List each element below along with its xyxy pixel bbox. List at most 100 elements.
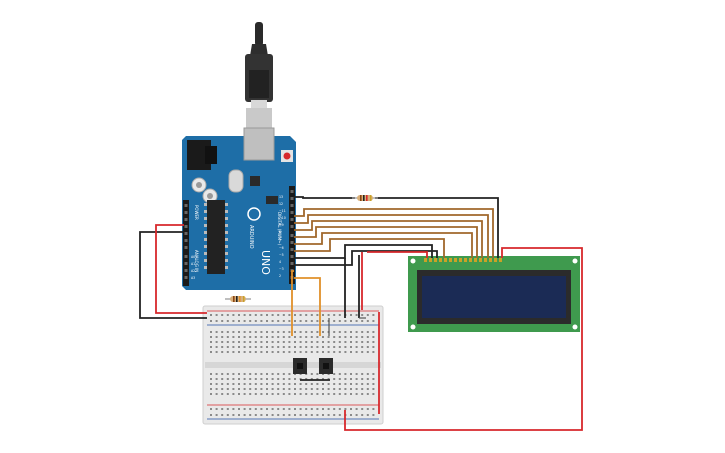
- breadboard-hole[interactable]: [210, 388, 212, 390]
- breadboard-hole[interactable]: [210, 373, 212, 375]
- breadboard-hole[interactable]: [243, 351, 246, 353]
- breadboard-hole[interactable]: [210, 383, 212, 385]
- breadboard-hole[interactable]: [355, 383, 358, 385]
- breadboard-hole[interactable]: [249, 414, 252, 416]
- breadboard-hole[interactable]: [310, 336, 313, 338]
- breadboard-hole[interactable]: [249, 320, 252, 322]
- breadboard-hole[interactable]: [350, 331, 352, 333]
- breadboard-hole[interactable]: [338, 393, 341, 395]
- breadboard-hole[interactable]: [226, 351, 229, 353]
- breadboard-hole[interactable]: [338, 351, 341, 353]
- breadboard-hole[interactable]: [254, 388, 257, 390]
- breadboard-hole[interactable]: [266, 351, 268, 353]
- breadboard-hole[interactable]: [299, 393, 302, 395]
- breadboard-hole[interactable]: [288, 331, 291, 333]
- breadboard-hole[interactable]: [327, 351, 330, 353]
- breadboard-hole[interactable]: [277, 341, 280, 343]
- breadboard-hole[interactable]: [294, 351, 296, 353]
- breadboard-hole[interactable]: [266, 314, 268, 316]
- breadboard-hole[interactable]: [310, 408, 313, 410]
- breadboard-hole[interactable]: [344, 388, 347, 390]
- breadboard-hole[interactable]: [333, 388, 336, 390]
- breadboard-hole[interactable]: [327, 314, 330, 316]
- breadboard-hole[interactable]: [226, 336, 229, 338]
- breadboard-hole[interactable]: [260, 320, 263, 322]
- breadboard-hole[interactable]: [316, 373, 319, 375]
- breadboard-hole[interactable]: [355, 378, 358, 380]
- breadboard-hole[interactable]: [238, 336, 240, 338]
- breadboard-hole[interactable]: [243, 373, 246, 375]
- breadboard-hole[interactable]: [322, 383, 324, 385]
- breadboard-hole[interactable]: [254, 408, 257, 410]
- breadboard-hole[interactable]: [355, 341, 358, 343]
- breadboard-hole[interactable]: [243, 331, 246, 333]
- breadboard-hole[interactable]: [366, 351, 369, 353]
- breadboard-hole[interactable]: [322, 336, 324, 338]
- breadboard-hole[interactable]: [215, 414, 218, 416]
- breadboard-hole[interactable]: [238, 408, 240, 410]
- breadboard-hole[interactable]: [294, 346, 296, 348]
- breadboard-hole[interactable]: [366, 393, 369, 395]
- breadboard-hole[interactable]: [316, 346, 319, 348]
- breadboard-hole[interactable]: [271, 378, 274, 380]
- breadboard-hole[interactable]: [310, 346, 313, 348]
- breadboard-hole[interactable]: [260, 414, 263, 416]
- breadboard-hole[interactable]: [344, 341, 347, 343]
- breadboard-hole[interactable]: [243, 341, 246, 343]
- breadboard-hole[interactable]: [310, 314, 313, 316]
- breadboard-hole[interactable]: [215, 378, 218, 380]
- breadboard-hole[interactable]: [238, 320, 240, 322]
- breadboard-hole[interactable]: [288, 388, 291, 390]
- breadboard-hole[interactable]: [316, 393, 319, 395]
- breadboard-hole[interactable]: [238, 414, 240, 416]
- breadboard-hole[interactable]: [338, 378, 341, 380]
- breadboard-hole[interactable]: [361, 378, 364, 380]
- breadboard-hole[interactable]: [266, 320, 268, 322]
- breadboard-hole[interactable]: [299, 383, 302, 385]
- breadboard-hole[interactable]: [350, 351, 352, 353]
- breadboard-hole[interactable]: [221, 314, 224, 316]
- breadboard-hole[interactable]: [288, 373, 291, 375]
- wire-gnd-rail[interactable]: [139, 231, 207, 319]
- breadboard-hole[interactable]: [338, 341, 341, 343]
- breadboard-hole[interactable]: [355, 314, 358, 316]
- breadboard-hole[interactable]: [355, 331, 358, 333]
- breadboard-hole[interactable]: [327, 378, 330, 380]
- breadboard-hole[interactable]: [294, 314, 296, 316]
- breadboard-hole[interactable]: [333, 373, 336, 375]
- breadboard-hole[interactable]: [305, 346, 308, 348]
- breadboard-hole[interactable]: [310, 320, 313, 322]
- breadboard-hole[interactable]: [221, 373, 224, 375]
- lcd-pin[interactable]: [494, 258, 497, 262]
- breadboard-hole[interactable]: [254, 314, 257, 316]
- breadboard-hole[interactable]: [249, 351, 252, 353]
- breadboard-hole[interactable]: [350, 388, 352, 390]
- breadboard-hole[interactable]: [366, 346, 369, 348]
- breadboard-hole[interactable]: [361, 393, 364, 395]
- breadboard-hole[interactable]: [372, 383, 375, 385]
- lcd-pin[interactable]: [484, 258, 487, 262]
- breadboard-hole[interactable]: [282, 346, 285, 348]
- breadboard-hole[interactable]: [288, 378, 291, 380]
- breadboard-hole[interactable]: [372, 414, 375, 416]
- breadboard-hole[interactable]: [288, 336, 291, 338]
- breadboard-hole[interactable]: [372, 336, 375, 338]
- breadboard-hole[interactable]: [271, 314, 274, 316]
- breadboard-hole[interactable]: [310, 383, 313, 385]
- breadboard-hole[interactable]: [226, 408, 229, 410]
- breadboard-hole[interactable]: [277, 373, 280, 375]
- breadboard-hole[interactable]: [327, 346, 330, 348]
- breadboard-hole[interactable]: [338, 346, 341, 348]
- breadboard-hole[interactable]: [266, 346, 268, 348]
- lcd-pin[interactable]: [454, 258, 457, 262]
- wire-d11-lcd[interactable]: [294, 214, 489, 258]
- breadboard-hole[interactable]: [226, 331, 229, 333]
- breadboard-hole[interactable]: [322, 351, 324, 353]
- breadboard-hole[interactable]: [271, 351, 274, 353]
- lcd-pin[interactable]: [499, 258, 502, 262]
- breadboard-hole[interactable]: [361, 383, 364, 385]
- lcd-pin[interactable]: [434, 258, 437, 262]
- breadboard-hole[interactable]: [288, 408, 291, 410]
- breadboard-hole[interactable]: [355, 393, 358, 395]
- breadboard-hole[interactable]: [215, 388, 218, 390]
